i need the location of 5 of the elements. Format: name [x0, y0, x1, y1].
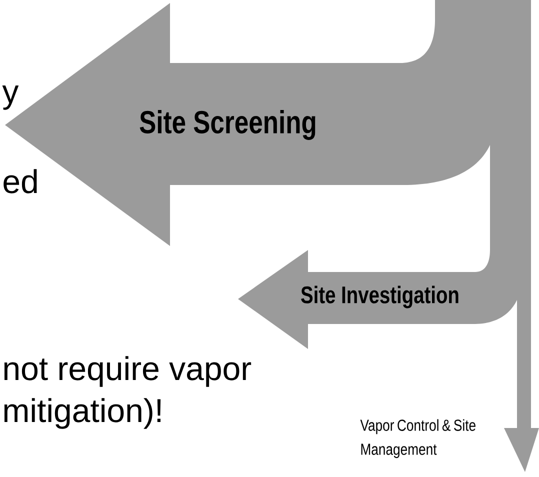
arrow-caption: Vapor Control & Site Management: [360, 419, 476, 458]
note-text: not require vapor mitigation)!: [4, 356, 252, 429]
down-arrow: [504, 300, 539, 472]
note-text: y: [2, 86, 19, 110]
note-text: ed: [4, 169, 37, 194]
